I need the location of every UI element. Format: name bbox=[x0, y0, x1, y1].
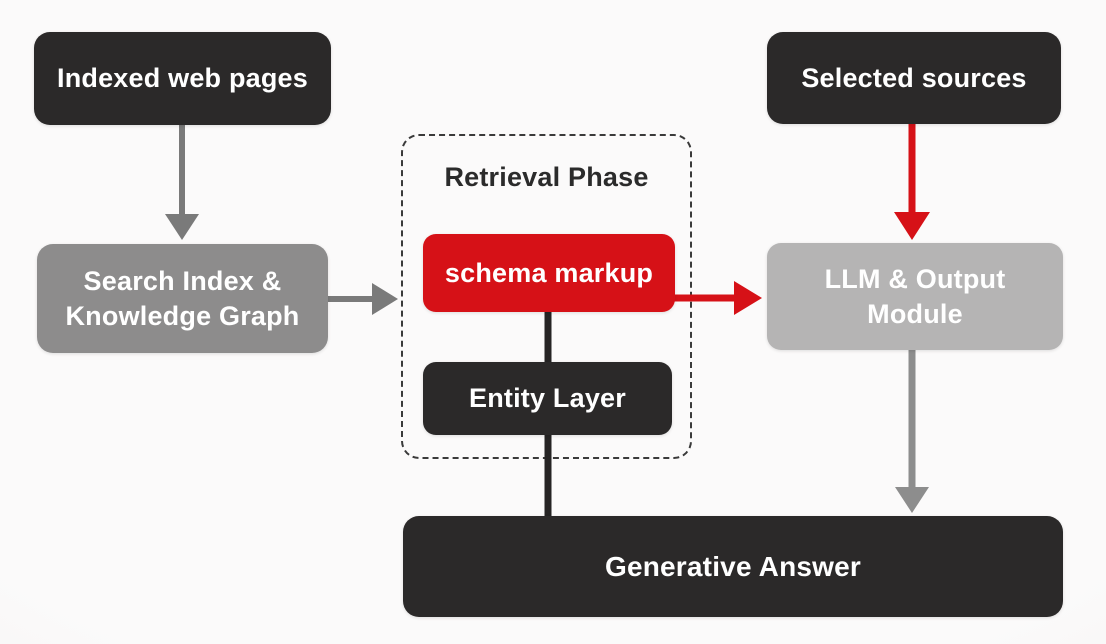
arrow-llm-to-generative bbox=[895, 350, 929, 513]
node-generative-answer: Generative Answer bbox=[403, 516, 1063, 617]
node-entity-layer: Entity Layer bbox=[423, 362, 672, 435]
arrow-indexed-to-search bbox=[165, 125, 199, 240]
node-label: Entity Layer bbox=[469, 383, 626, 414]
node-schema-markup: schema markup bbox=[423, 234, 675, 312]
arrow-selected-to-llm bbox=[894, 124, 930, 240]
node-label: Generative Answer bbox=[604, 550, 862, 582]
node-label: Selected sources bbox=[801, 62, 1027, 93]
node-search-index-knowledge-graph: Search Index & Knowledge Graph bbox=[37, 244, 328, 353]
node-label-line2: Knowledge Graph bbox=[65, 300, 300, 331]
node-label: schema markup bbox=[444, 257, 654, 288]
node-label: Indexed web pages bbox=[57, 63, 308, 94]
arrow-search-to-retrieval bbox=[328, 283, 398, 315]
node-indexed-web-pages: Indexed web pages bbox=[34, 32, 331, 125]
node-llm-output-module: LLM & Output Module bbox=[767, 243, 1063, 350]
node-selected-sources: Selected sources bbox=[767, 32, 1061, 124]
node-label-line1: Search Index & bbox=[83, 265, 282, 296]
node-label-line2: Module bbox=[867, 298, 963, 329]
node-label-line1: LLM & Output bbox=[824, 263, 1006, 294]
retrieval-phase-title: Retrieval Phase bbox=[444, 162, 649, 192]
